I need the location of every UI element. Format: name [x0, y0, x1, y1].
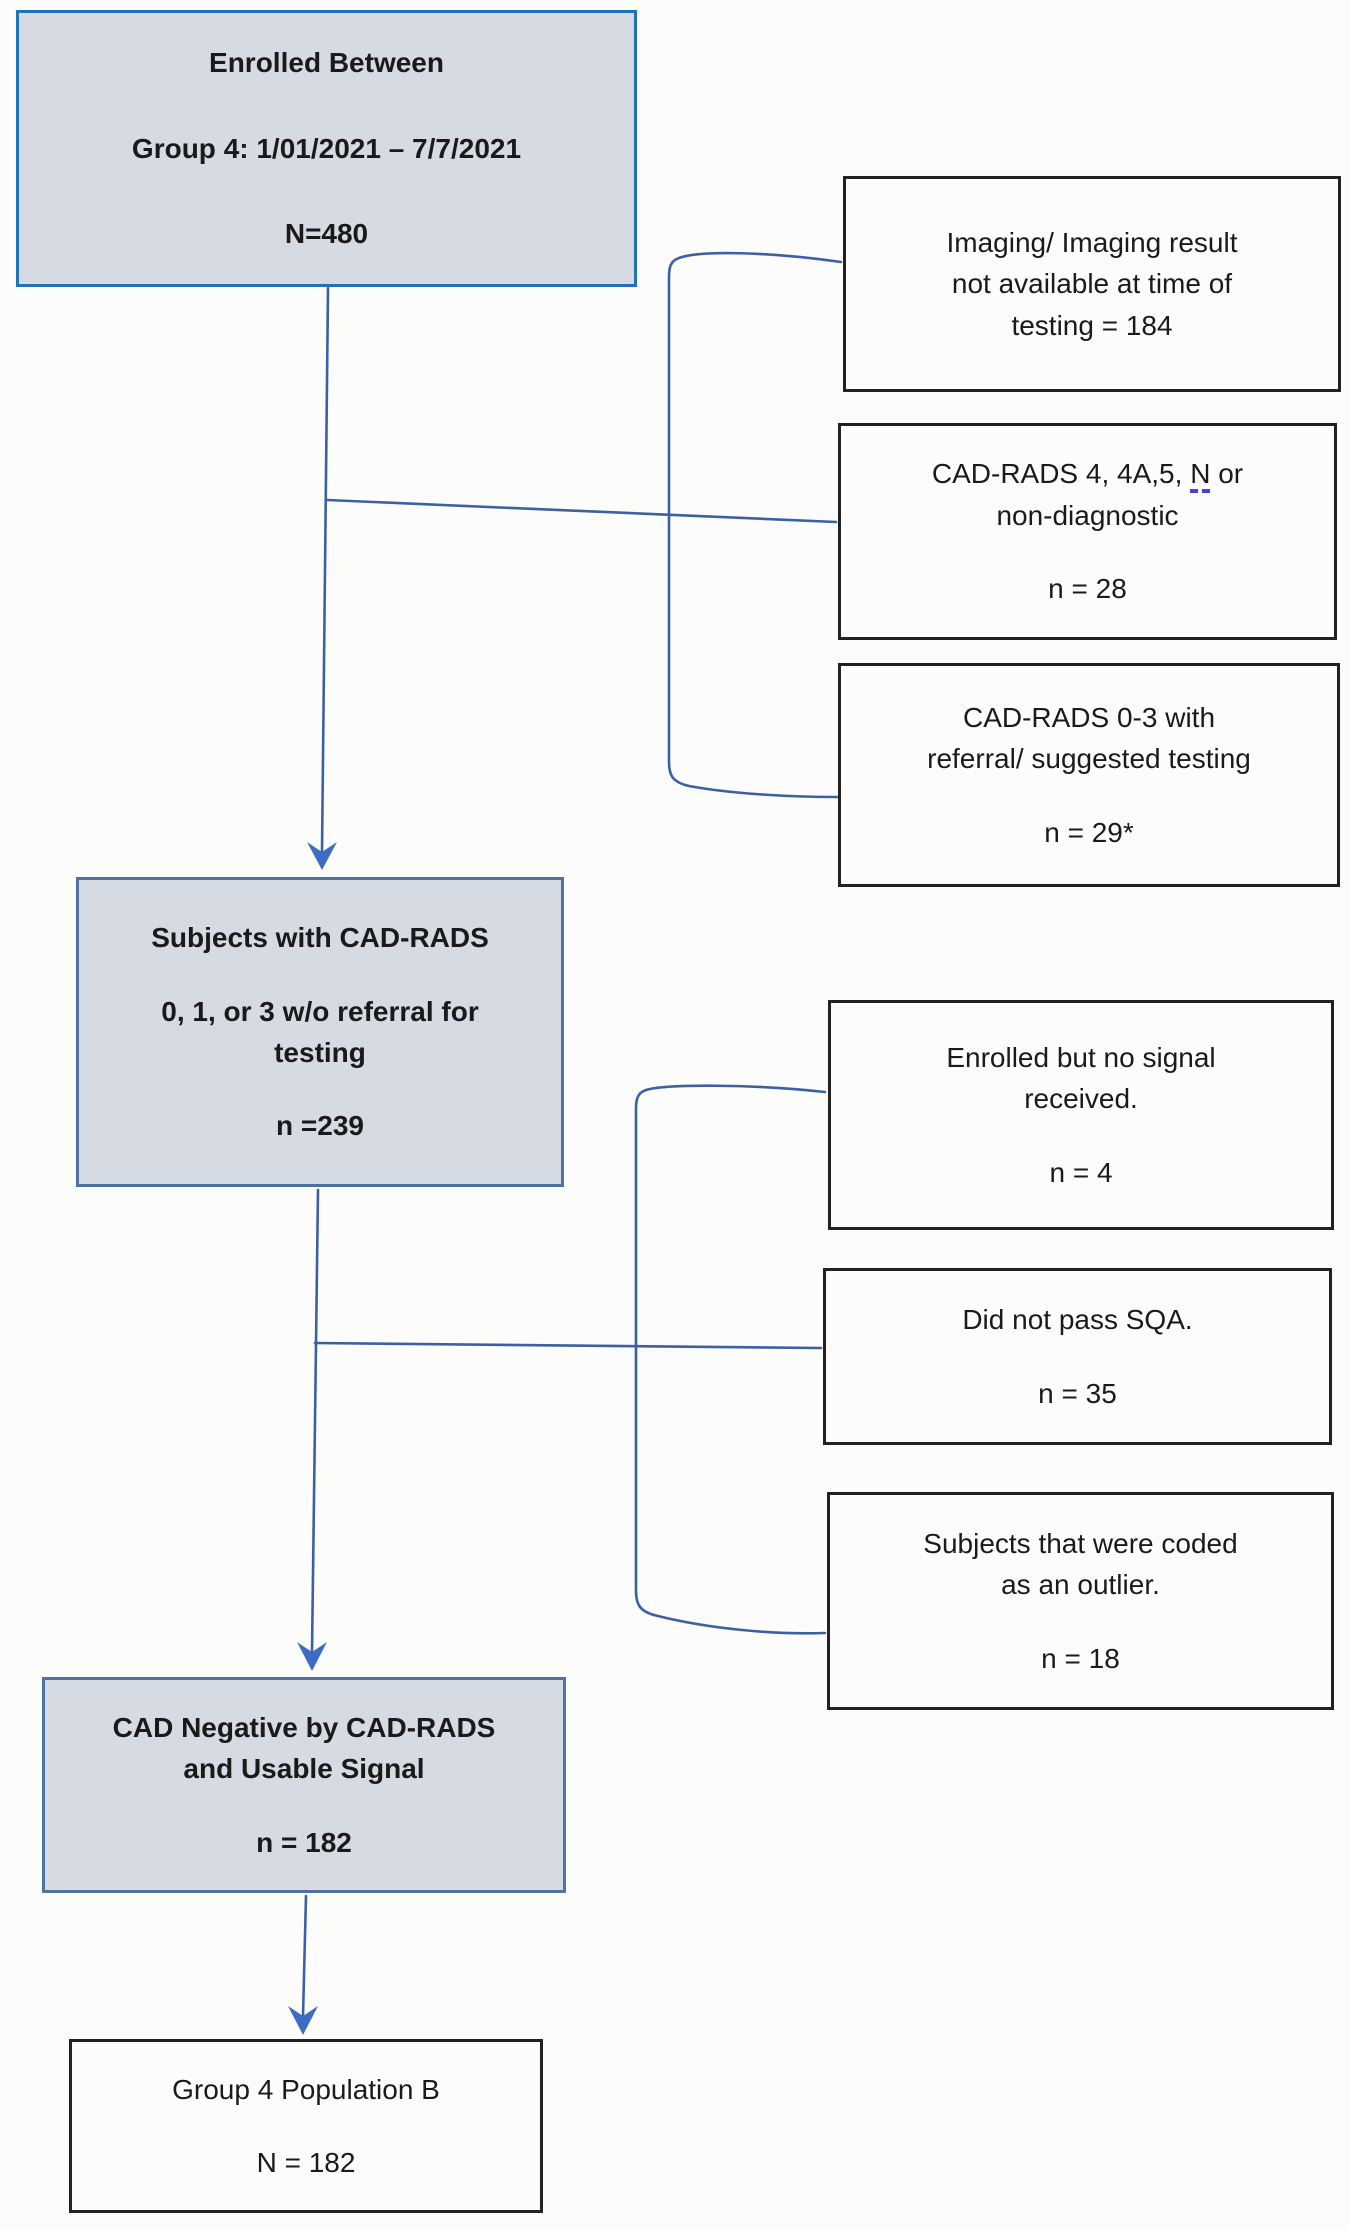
box-line: n = 4	[1049, 1156, 1113, 1188]
box-line: 0, 1, or 3 w/o referral for	[161, 995, 479, 1027]
connector-enrolled-to-subjects	[320, 286, 330, 854]
box-line: Group 4 Population B	[172, 2073, 440, 2105]
box-line: referral/ suggested testing	[927, 743, 1251, 775]
box-line: as an outlier.	[1001, 1569, 1160, 1601]
box-line: Imaging/ Imaging result	[946, 226, 1238, 258]
box-outlier: Subjects that were coded as an outlier. …	[827, 1492, 1334, 1710]
box-failed-sqa: Did not pass SQA. n = 35	[823, 1268, 1332, 1445]
bracket-exclusions-lower	[634, 1084, 827, 1635]
connector-cadnegative-to-population	[301, 1894, 308, 2018]
box-line-text: or	[1210, 458, 1244, 490]
box-cad-negative: CAD Negative by CAD-RADS and Usable Sign…	[42, 1677, 566, 1893]
arrowhead-down-icon	[297, 1642, 327, 1671]
box-line: CAD-RADS 0-3 with	[962, 701, 1216, 733]
box-imaging-unavailable: Imaging/ Imaging result not available at…	[843, 176, 1341, 392]
box-enrolled: Enrolled Between Group 4: 1/01/2021 – 7/…	[16, 10, 637, 287]
box-line: CAD-RADS 4, 4A,5, N or	[932, 453, 1243, 494]
box-line: received.	[1024, 1083, 1138, 1115]
arrowhead-down-icon	[288, 2006, 318, 2035]
box-line: testing	[274, 1037, 366, 1068]
bracket-exclusions-upper	[667, 251, 843, 799]
connector-branch-lower	[313, 1341, 823, 1350]
box-line: not available at time of	[951, 268, 1233, 300]
box-line: Subjects that were coded	[923, 1527, 1238, 1559]
box-line: n = 28	[1048, 573, 1127, 605]
box-line: testing = 184	[1011, 309, 1173, 341]
box-group4-population-b: Group 4 Population B N = 182	[69, 2039, 543, 2213]
box-subjects-cadrads: Subjects with CAD-RADS 0, 1, or 3 w/o re…	[76, 877, 564, 1187]
connector-branch-upper	[325, 498, 838, 524]
box-line: non-diagnostic	[996, 499, 1179, 531]
box-no-signal: Enrolled but no signal received. n = 4	[828, 1000, 1334, 1230]
arrowhead-down-icon	[307, 842, 337, 870]
box-line: Enrolled Between	[209, 47, 444, 79]
box-line: n = 182	[256, 1826, 352, 1858]
box-line: Enrolled but no signal	[946, 1041, 1216, 1073]
box-line: n = 18	[1041, 1642, 1120, 1674]
connector-subjects-to-cadnegative	[310, 1188, 320, 1654]
box-line-text: CAD-RADS 4, 4A,5,	[931, 458, 1191, 490]
box-line: Did not pass SQA.	[962, 1304, 1193, 1336]
box-line: n = 35	[1038, 1377, 1117, 1409]
box-line: CAD Negative by CAD-RADS	[112, 1711, 496, 1743]
box-line: Subjects with CAD-RADS	[151, 922, 489, 954]
box-line: and Usable Signal	[183, 1753, 425, 1785]
box-cadrads-4-4a-5-n: CAD-RADS 4, 4A,5, N or non-diagnostic n …	[838, 423, 1337, 640]
spellcheck-underlined-text: N	[1190, 458, 1211, 494]
box-line: n = 29*	[1044, 816, 1134, 848]
box-line: N=480	[284, 218, 369, 250]
box-line: N = 182	[256, 2147, 356, 2178]
box-line: n =239	[276, 1110, 364, 1142]
box-line: Group 4: 1/01/2021 – 7/7/2021	[131, 132, 522, 164]
box-cadrads-0-3-referral: CAD-RADS 0-3 with referral/ suggested te…	[838, 663, 1340, 887]
